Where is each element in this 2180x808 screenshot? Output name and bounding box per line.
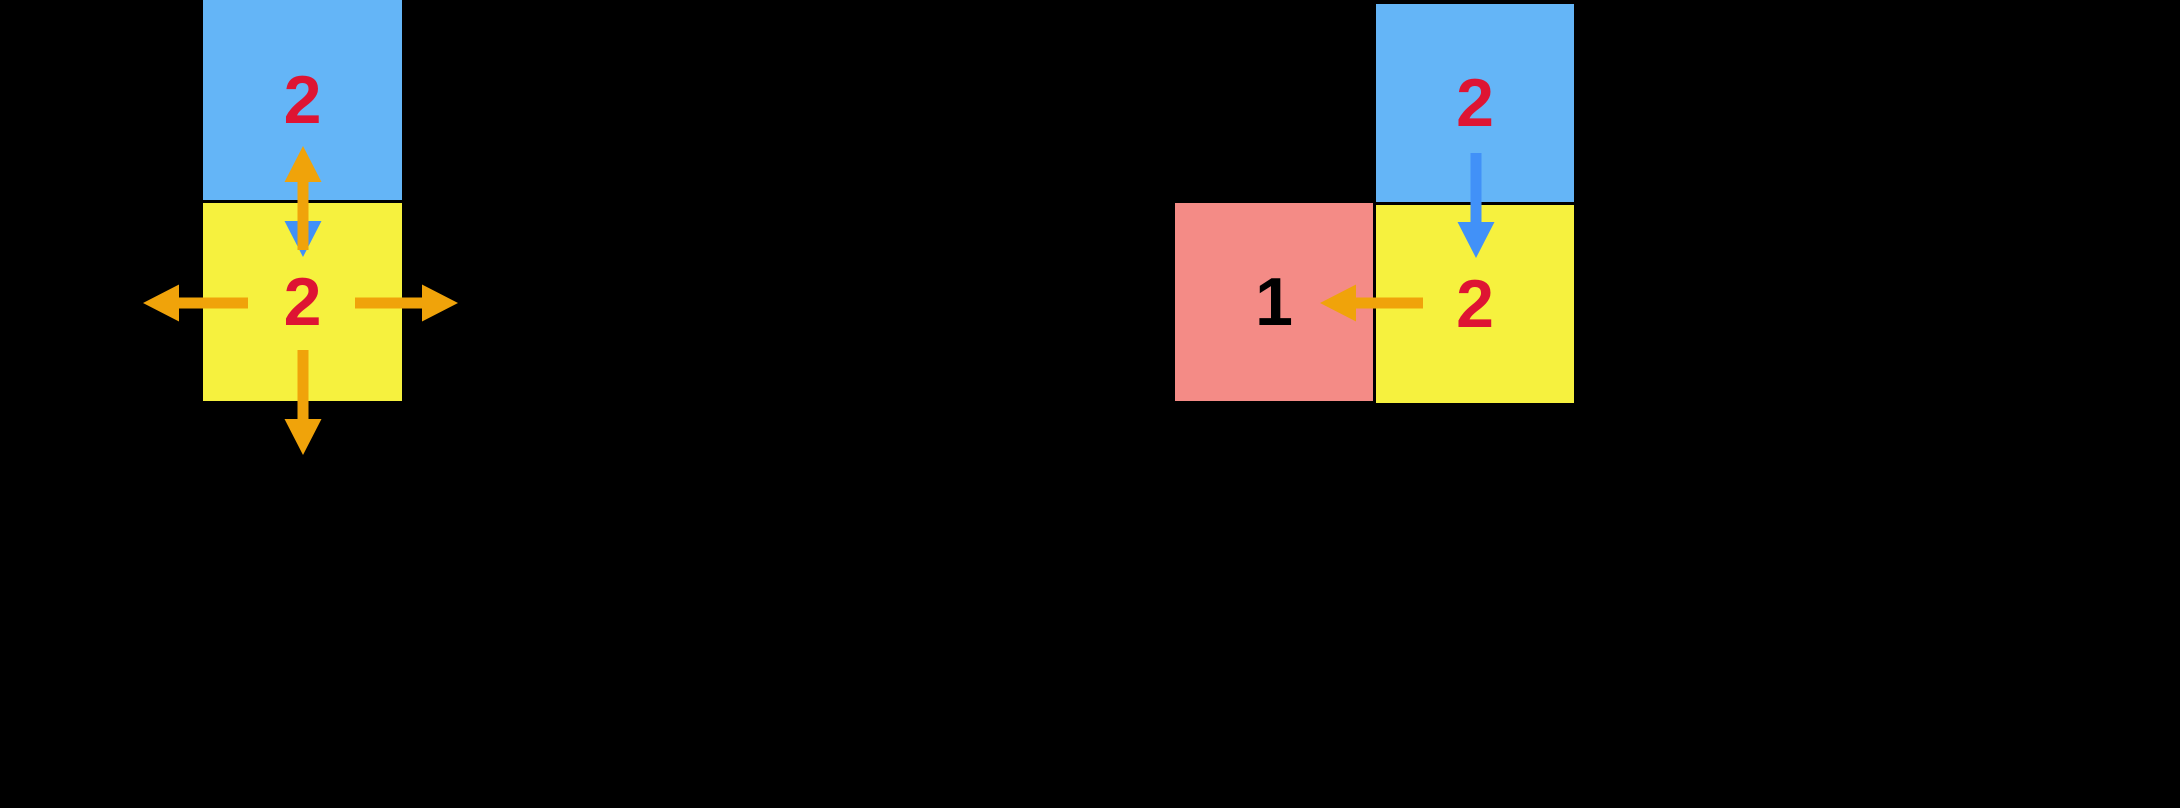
- right-diagram-merge-example-blue-tile-label: 2: [1456, 65, 1494, 141]
- left-diagram-move-options-orange-up-arrow: [284, 146, 322, 250]
- right-diagram-merge-example-yellow-tile-label: 2: [1456, 266, 1494, 342]
- left-diagram-move-options-yellow-tile-label: 2: [283, 264, 322, 340]
- left-diagram-move-options-orange-right-arrow: [355, 284, 458, 322]
- right-diagram-merge-example-orange-left-arrow: [1320, 284, 1423, 322]
- right-diagram-merge-example-pink-tile-label: 1: [1255, 264, 1293, 340]
- right-diagram-merge-example-blue-down-arrow: [1457, 153, 1495, 258]
- left-diagram-move-options-orange-down-arrow: [284, 350, 322, 455]
- left-diagram-move-options-blue-tile-label: 2: [283, 62, 322, 138]
- left-diagram-move-options-orange-left-arrow: [143, 284, 248, 322]
